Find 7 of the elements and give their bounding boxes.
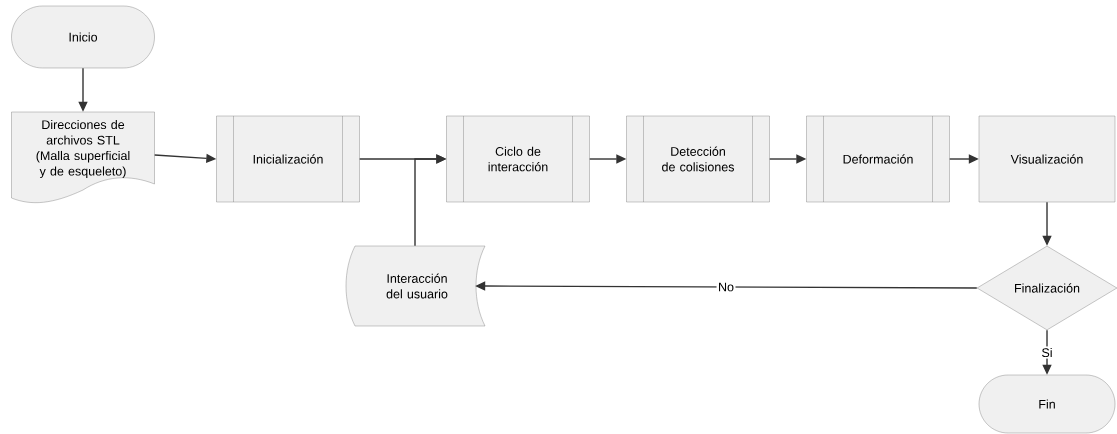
process-box: Visualización bbox=[978, 115, 1116, 203]
predefined-process-box: Deformación bbox=[806, 115, 950, 203]
edge-label: Si bbox=[1039, 346, 1055, 359]
edge-label: No bbox=[716, 281, 736, 293]
predefined-process-box: Detección de colisiones bbox=[626, 115, 770, 203]
predefined-process-box: Ciclo de interacción bbox=[446, 115, 590, 203]
predefined-process-box: Inicialización bbox=[216, 115, 360, 203]
